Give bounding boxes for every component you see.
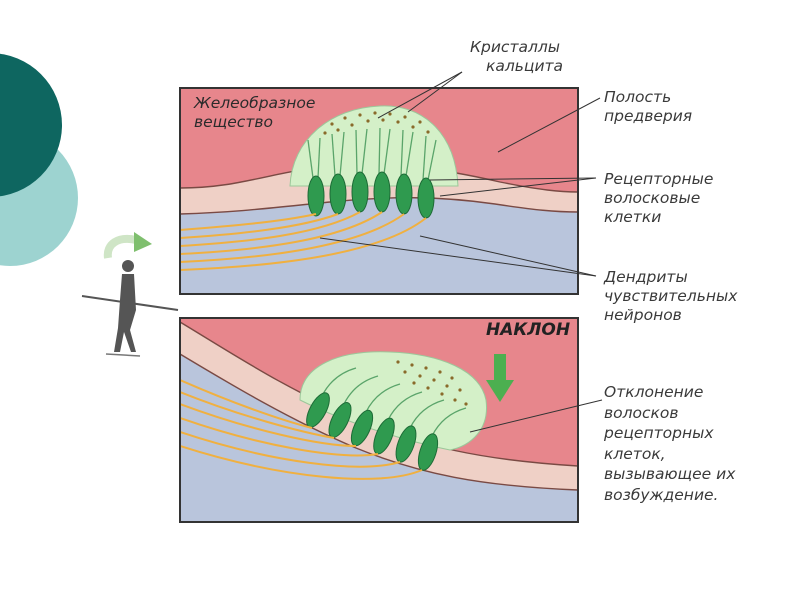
top-panel-frame — [179, 87, 579, 295]
rotate-arrow-icon — [103, 232, 152, 259]
receptor-cells-top — [307, 171, 435, 219]
receptor-cells-bottom — [306, 392, 439, 471]
gel-line-2: вещество — [194, 113, 273, 131]
vestibule-line-2: предверия — [604, 107, 693, 125]
label-vestibule: Полость предверия — [604, 88, 692, 126]
deflection-line-3: рецепторных — [604, 424, 714, 442]
vestibule-line-1: Полость — [604, 88, 672, 106]
deflection-line-5: вызывающее их — [604, 465, 736, 483]
calcite-crystals-top — [323, 111, 430, 135]
dendrites-line-1: Дендриты — [604, 268, 688, 286]
down-arrow-icon — [486, 354, 514, 402]
receptors-line-2: волосковые — [604, 189, 701, 207]
nerve-fibers-bottom — [180, 379, 423, 480]
deflection-line-6: возбуждение. — [604, 485, 719, 504]
top-panel — [180, 88, 578, 294]
gel-line-1: Желеобразное — [194, 94, 316, 112]
deflection-line-2: волосков — [604, 403, 679, 422]
label-tilt: НАКЛОН — [486, 320, 571, 340]
crystals-line-2: кальцита — [486, 57, 564, 75]
nerve-fibers-top — [180, 211, 427, 271]
bottom-panel-frame — [179, 317, 579, 523]
deflection-line-4: клеток, — [604, 444, 666, 463]
bottom-panel — [180, 318, 578, 522]
calcite-crystals-bottom — [396, 360, 468, 406]
receptors-line-1: Рецепторные — [604, 170, 714, 188]
gel-dome-top — [289, 105, 459, 187]
dendrites-line-3: нейронов — [604, 306, 682, 324]
hairs-bottom — [321, 367, 467, 437]
leader-lines — [319, 71, 603, 433]
deco-circle-dark — [0, 53, 62, 197]
hairs-top — [307, 127, 437, 181]
label-dendrites: Дендриты чувствительных нейронов — [604, 268, 737, 325]
balancing-person-icon — [81, 260, 179, 357]
deflection-line-1: Отклонение — [604, 383, 704, 401]
label-deflection: Отклонение волосков рецепторных клеток, … — [604, 382, 735, 505]
receptors-line-3: клетки — [604, 208, 662, 226]
label-crystals: Кристаллы кальцита — [470, 38, 563, 76]
crystals-line-1: Кристаллы — [470, 38, 561, 56]
label-gel: Желеобразное вещество — [194, 94, 315, 132]
dendrites-line-2: чувствительных — [604, 287, 738, 305]
label-receptors: Рецепторные волосковые клетки — [604, 170, 713, 227]
